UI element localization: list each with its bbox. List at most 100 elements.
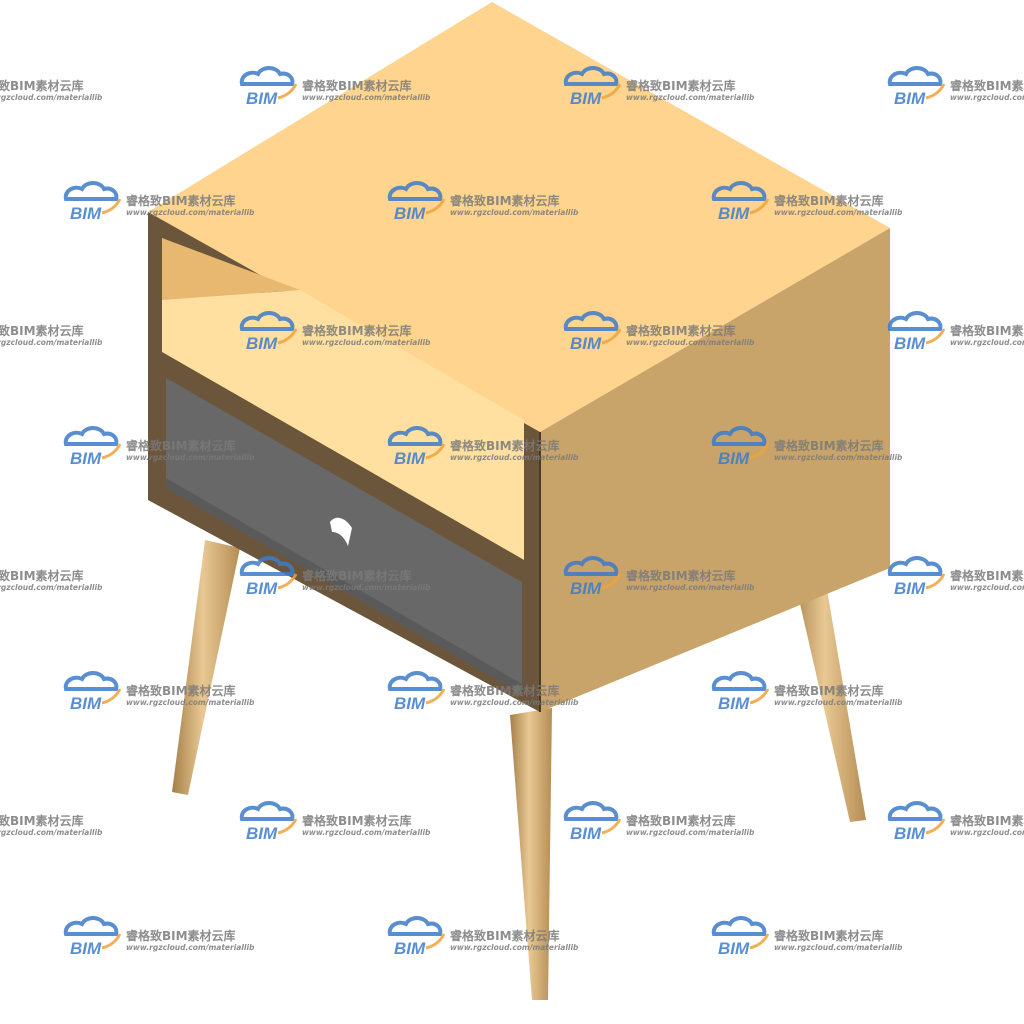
watermark-brand: 睿格致BIM素材云库 bbox=[126, 683, 236, 698]
drawer-handle-icon bbox=[330, 517, 352, 546]
watermark-stamp: BIM睿格致BIM素材云库www.rgzcloud.com/materialli… bbox=[887, 556, 1024, 598]
cloud-logo-icon bbox=[887, 556, 943, 576]
drawer bbox=[166, 378, 522, 694]
watermark-logo-text: BIM bbox=[70, 939, 102, 958]
cloud-logo-icon bbox=[563, 801, 619, 821]
watermark-stamp: BIM睿格致BIM素材云库www.rgzcloud.com/materialli… bbox=[0, 813, 103, 837]
watermark-url: www.rgzcloud.com/materiallib bbox=[626, 93, 755, 102]
watermark-logo-text: BIM bbox=[70, 694, 102, 713]
watermark-logo-text: BIM bbox=[246, 89, 278, 108]
watermark-logo-text: BIM bbox=[394, 204, 426, 223]
cabinet-top bbox=[148, 2, 890, 432]
cloud-logo-icon bbox=[239, 801, 295, 821]
watermark-url: www.rgzcloud.com/materiallib bbox=[302, 828, 431, 837]
cloud-logo-icon bbox=[387, 181, 443, 201]
leg-back-right bbox=[790, 560, 866, 822]
cloud-logo-icon bbox=[63, 426, 119, 446]
watermark-logo-text: BIM bbox=[894, 824, 926, 843]
watermark-stamp: BIM睿格致BIM素材云库www.rgzcloud.com/materialli… bbox=[711, 181, 903, 223]
watermark-stamp: BIM 睿格致BIM素材云库www.rgzcloud.com/materialli… bbox=[711, 916, 903, 958]
watermark-stamp: BIM睿格致BIM素材云库www.rgzcloud.com/materialli… bbox=[0, 78, 103, 102]
watermark-stamp: BIM 睿格致BIM素材云库www.rgzcloud.com/materialli… bbox=[63, 916, 255, 958]
watermark-url: www.rgzcloud.com/materiallib bbox=[450, 453, 579, 462]
watermark-url: www.rgzcloud.com/materiallib bbox=[126, 943, 255, 952]
cloud-logo-icon bbox=[387, 426, 443, 446]
watermark-stamp: BIM 睿格致BIM素材云库www.rgzcloud.com/materialli… bbox=[387, 181, 579, 223]
watermark-stamp: BIM睿格致BIM素材云库www.rgzcloud.com/materialli… bbox=[239, 556, 431, 598]
watermark-stamp: BIM睿格致BIM素材云库www.rgzcloud.com/materialli… bbox=[563, 66, 755, 108]
watermark-url: www.rgzcloud.com/materiallib bbox=[302, 338, 431, 347]
watermark-brand: 睿格致BIM素材云库 bbox=[302, 568, 412, 583]
watermark-url: www.rgzcloud.com/materiallib bbox=[774, 943, 903, 952]
watermark-url: www.rgzcloud.com/materiallib bbox=[126, 698, 255, 707]
watermark-stamp: BIM睿格致BIM素材云库www.rgzcloud.com/materialli… bbox=[563, 556, 755, 598]
watermark-logo-text: BIM bbox=[718, 939, 750, 958]
watermark-url: www.rgzcloud.com/materiallib bbox=[774, 698, 903, 707]
watermark-brand: 睿格致BIM素材云库 bbox=[126, 193, 236, 208]
watermark-brand: 睿格致BIM素材云库 bbox=[450, 438, 560, 453]
watermark-stamp: BIM睿格致BIM素材云库www.rgzcloud.com/materialli… bbox=[711, 671, 903, 713]
watermark-url: www.rgzcloud.com/materiallib bbox=[950, 828, 1024, 837]
watermark-brand: 睿格致BIM素材云库 bbox=[450, 683, 560, 698]
cabinet-side bbox=[540, 228, 890, 712]
cloud-logo-icon bbox=[63, 671, 119, 691]
watermark-url: www.rgzcloud.com/materiallib bbox=[302, 93, 431, 102]
watermark-brand: 睿格致BIM素材云库 bbox=[950, 78, 1024, 93]
legs bbox=[172, 540, 866, 1000]
watermark-url: www.rgzcloud.com/materiallib bbox=[774, 208, 903, 217]
watermark-stamp: BIM睿格致BIM素材云库www.rgzcloud.com/materialli… bbox=[563, 801, 755, 843]
watermark-stamp: BIM睿格致BIM素材云库www.rgzcloud.com/materialli… bbox=[563, 311, 755, 353]
watermark-stamp: BIM睿格致BIM素材云库www.rgzcloud.com/materialli… bbox=[387, 916, 579, 958]
watermark-logo-text: BIM bbox=[570, 89, 602, 108]
watermark-layer: BIM睿格致BIM素材云库www.rgzcloud.com/materialli… bbox=[0, 66, 1024, 958]
cloud-logo-icon bbox=[239, 66, 295, 86]
watermark-logo-text: BIM bbox=[894, 334, 926, 353]
watermark-brand: 睿格致BIM素材云库 bbox=[450, 193, 560, 208]
cloud-logo-icon bbox=[563, 556, 619, 576]
watermark-stamp: BIM 睿格致BIM素材云库www.rgzcloud.com/materialli… bbox=[887, 66, 1024, 108]
watermark-url: www.rgzcloud.com/materiallib bbox=[950, 93, 1024, 102]
watermark-brand: 睿格致BIM素材云库 bbox=[950, 813, 1024, 828]
cloud-logo-icon bbox=[887, 311, 943, 331]
watermark-brand: 睿格致BIM素材云库 bbox=[302, 323, 412, 338]
watermark-logo-text: BIM bbox=[718, 204, 750, 223]
watermark-stamp: BIM睿格致BIM素材云库www.rgzcloud.com/materialli… bbox=[239, 801, 431, 843]
watermark-url: www.rgzcloud.com/materiallib bbox=[126, 453, 255, 462]
cloud-logo-icon bbox=[711, 426, 767, 446]
watermark-logo-text: BIM bbox=[894, 579, 926, 598]
watermark-logo-text: BIM bbox=[570, 579, 602, 598]
watermark-url: www.rgzcloud.com/materiallib bbox=[950, 338, 1024, 347]
shelf-divider bbox=[162, 352, 524, 576]
watermark-url: www.rgzcloud.com/materiallib bbox=[0, 338, 103, 347]
watermark-logo-text: BIM bbox=[394, 449, 426, 468]
cloud-logo-icon bbox=[711, 181, 767, 201]
watermark-stamp: BIM睿格致BIM素材云库www.rgzcloud.com/materialli… bbox=[63, 181, 255, 223]
cloud-logo-icon bbox=[887, 66, 943, 86]
cloud-logo-icon bbox=[711, 916, 767, 936]
watermark-stamp: BIM 睿格致BIM素材云库www.rgzcloud.com/materialli… bbox=[63, 671, 255, 713]
watermark-logo-text: BIM bbox=[718, 694, 750, 713]
watermark-logo-text: BIM bbox=[718, 449, 750, 468]
watermark-logo-text: BIM bbox=[394, 939, 426, 958]
watermark-brand: 睿格致BIM素材云库 bbox=[0, 568, 84, 583]
watermark-logo-text: BIM bbox=[894, 89, 926, 108]
cloud-logo-icon bbox=[239, 311, 295, 331]
watermark-url: www.rgzcloud.com/materiallib bbox=[626, 583, 755, 592]
watermark-brand: 睿格致BIM素材云库 bbox=[626, 323, 736, 338]
watermark-brand: 睿格致BIM素材云库 bbox=[0, 78, 84, 93]
watermark-stamp: BIM 睿格致BIM素材云库www.rgzcloud.com/materialli… bbox=[887, 801, 1024, 843]
cloud-logo-icon bbox=[887, 801, 943, 821]
watermark-brand: 睿格致BIM素材云库 bbox=[774, 928, 884, 943]
watermark-url: www.rgzcloud.com/materiallib bbox=[0, 583, 103, 592]
watermark-brand: 睿格致BIM素材云库 bbox=[126, 928, 236, 943]
watermark-url: www.rgzcloud.com/materiallib bbox=[0, 828, 103, 837]
leg-front bbox=[510, 708, 552, 1000]
watermark-brand: 睿格致BIM素材云库 bbox=[302, 813, 412, 828]
cloud-logo-icon bbox=[563, 66, 619, 86]
watermark-brand: 睿格致BIM素材云库 bbox=[0, 813, 84, 828]
watermark-url: www.rgzcloud.com/materiallib bbox=[774, 453, 903, 462]
watermark-url: www.rgzcloud.com/materiallib bbox=[450, 208, 579, 217]
watermark-stamp: BIM睿格致BIM素材云库www.rgzcloud.com/materialli… bbox=[711, 426, 903, 468]
